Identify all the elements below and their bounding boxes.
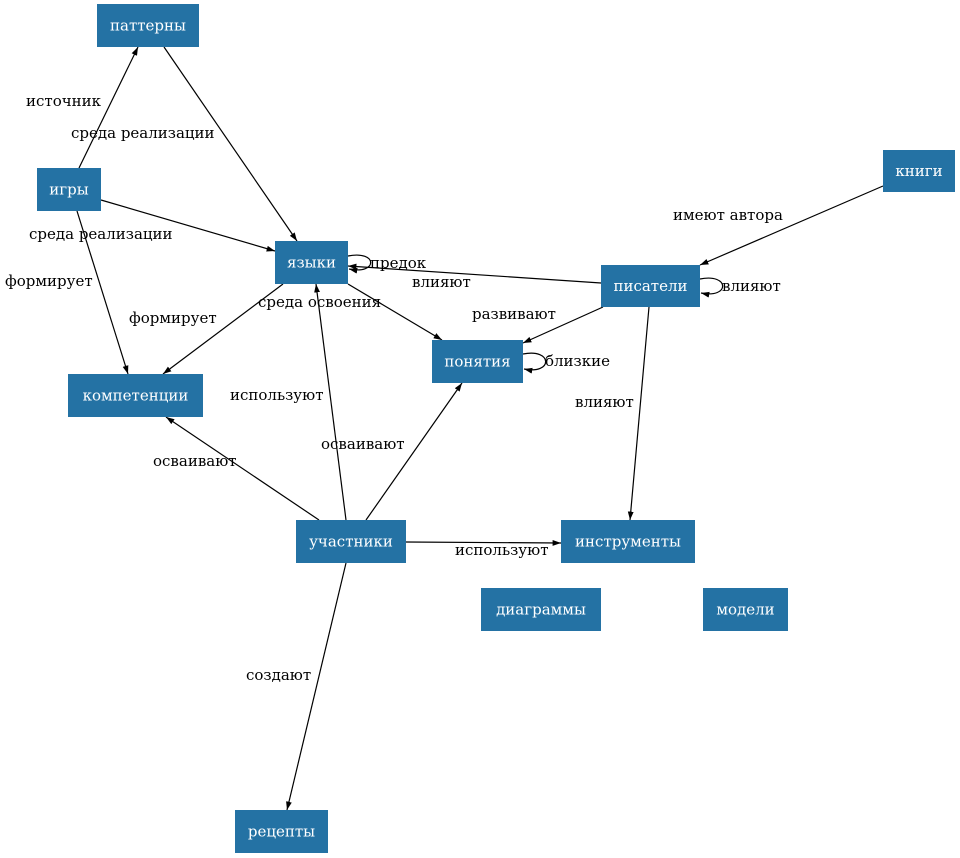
edge-writers-to-concepts	[522, 306, 604, 344]
node-participants[interactable]: участники	[296, 520, 406, 563]
node-books[interactable]: книги	[883, 150, 955, 192]
node-box[interactable]	[601, 265, 700, 307]
node-label: игры	[49, 181, 88, 199]
node-label: языки	[287, 254, 336, 272]
node-box[interactable]	[296, 520, 406, 563]
node-label: диаграммы	[496, 601, 586, 619]
node-label: книги	[895, 162, 942, 180]
edges-layer	[76, 46, 884, 811]
edge-writers-to-tools	[627, 306, 650, 521]
node-box[interactable]	[97, 4, 199, 47]
node-languages[interactable]: языки	[275, 241, 348, 284]
edge-games-to-competencies	[76, 210, 129, 375]
edge-label: имеют автора	[673, 206, 783, 224]
nodes-layer: паттерны игры языки писатели книги понятия ком…	[37, 4, 955, 853]
node-concepts[interactable]: понятия	[432, 340, 523, 383]
edge-participants-to-competencies	[165, 416, 320, 521]
edge-books-to-writers	[699, 185, 884, 266]
edge-label: используют	[230, 386, 324, 404]
node-box[interactable]	[68, 374, 203, 417]
node-label: паттерны	[110, 17, 186, 35]
edge-label: развивают	[472, 305, 556, 323]
edge-languages-to-concepts	[347, 283, 443, 341]
edge-label: среда освоения	[258, 293, 381, 311]
edge-label: источник	[26, 92, 102, 110]
edge-participants-to-recipes	[286, 562, 347, 811]
edge-label: среда реализации	[71, 124, 215, 142]
node-label: компетенции	[83, 387, 189, 405]
node-label: писатели	[613, 277, 687, 295]
edge-label: среда реализации	[29, 225, 173, 243]
edge-participants-to-concepts	[365, 382, 463, 521]
edge-label: влияют	[575, 393, 634, 411]
edge-label: создают	[246, 666, 311, 684]
edge-label: осваивают	[153, 452, 237, 470]
node-box[interactable]	[703, 588, 788, 631]
edge-languages-to-competencies	[162, 283, 284, 375]
node-box[interactable]	[883, 150, 955, 192]
edge-games-to-patterns	[78, 46, 139, 169]
node-box[interactable]	[432, 340, 523, 383]
node-box[interactable]	[37, 168, 101, 211]
edge-concepts-to-concepts	[522, 352, 547, 374]
node-games[interactable]: игры	[37, 168, 101, 211]
edge-label: осваивают	[321, 435, 405, 453]
edge-writers-to-writers	[699, 277, 724, 298]
edge-writers-to-languages	[347, 263, 602, 284]
edge-patterns-to-languages	[163, 46, 298, 242]
node-box[interactable]	[275, 241, 348, 284]
edge-label: используют	[455, 541, 549, 559]
node-competencies[interactable]: компетенции	[68, 374, 203, 417]
edge-label: предок	[370, 254, 427, 272]
edge-label: влияют	[412, 273, 471, 291]
edge-label: влияют	[722, 277, 781, 295]
edge-participants-to-languages	[314, 283, 347, 521]
node-models[interactable]: модели	[703, 588, 788, 631]
edge-games-to-languages	[100, 199, 276, 252]
node-label: понятия	[444, 353, 510, 371]
node-writers[interactable]: писатели	[601, 265, 700, 307]
node-diagrams[interactable]: диаграммы	[481, 588, 601, 631]
edge-label: формирует	[5, 272, 93, 290]
edge-labels-layer: источник среда реализации среда реализации…	[5, 92, 783, 684]
node-tools[interactable]: инструменты	[561, 520, 695, 563]
node-recipes[interactable]: рецепты	[235, 810, 328, 853]
node-label: модели	[716, 601, 774, 619]
node-label: участники	[309, 533, 393, 551]
node-label: рецепты	[248, 823, 315, 841]
edge-languages-to-languages	[347, 254, 372, 274]
node-label: инструменты	[575, 533, 681, 551]
node-box[interactable]	[235, 810, 328, 853]
edge-participants-to-tools	[405, 540, 562, 546]
node-box[interactable]	[561, 520, 695, 563]
node-patterns[interactable]: паттерны	[97, 4, 199, 47]
edge-label: близкие	[545, 352, 610, 370]
node-box[interactable]	[481, 588, 601, 631]
edge-label: формирует	[129, 309, 217, 327]
